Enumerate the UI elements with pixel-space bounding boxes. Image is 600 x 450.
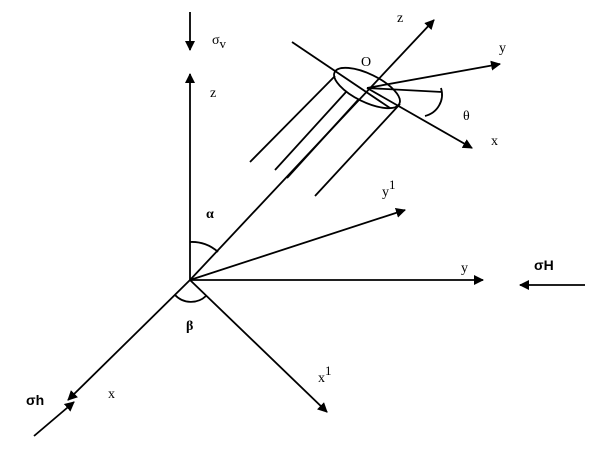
local-y-label: y: [499, 41, 506, 56]
borehole-wall-inner-1: [274, 91, 347, 171]
local-x-label: x: [491, 134, 498, 149]
sigma-H-label: σH: [534, 257, 554, 273]
alpha-arc: [189, 241, 219, 253]
global-x-label: x: [108, 387, 115, 402]
beta-label: β: [186, 319, 193, 334]
theta-label: θ: [463, 109, 470, 124]
global-z-label: z: [210, 86, 216, 101]
borehole-wall-left: [249, 75, 336, 163]
sigma-v-label: σv: [212, 33, 227, 51]
y-prime-label: y1: [382, 177, 396, 200]
origin-o-label: O: [361, 55, 371, 70]
theta-arc: [424, 87, 443, 117]
x-prime-axis: [189, 279, 328, 413]
sigma-h-label: σh: [26, 392, 44, 408]
sigma-h-arrow: [33, 401, 75, 437]
borehole-wall-inner-2: [286, 99, 359, 179]
beta-arc: [174, 294, 207, 303]
borehole-wall-right: [314, 103, 401, 197]
global-y-label: y: [461, 261, 468, 276]
theta-reference-line: [366, 87, 443, 93]
alpha-label: α: [206, 207, 214, 222]
borehole-cross-line: [291, 41, 391, 109]
global-x-axis: [67, 279, 191, 401]
y-prime-axis: [189, 208, 406, 281]
x-prime-label: x1: [318, 363, 332, 386]
local-y-axis: [366, 60, 501, 89]
local-x-axis: [366, 87, 473, 149]
borehole-z-label: z: [397, 11, 403, 26]
